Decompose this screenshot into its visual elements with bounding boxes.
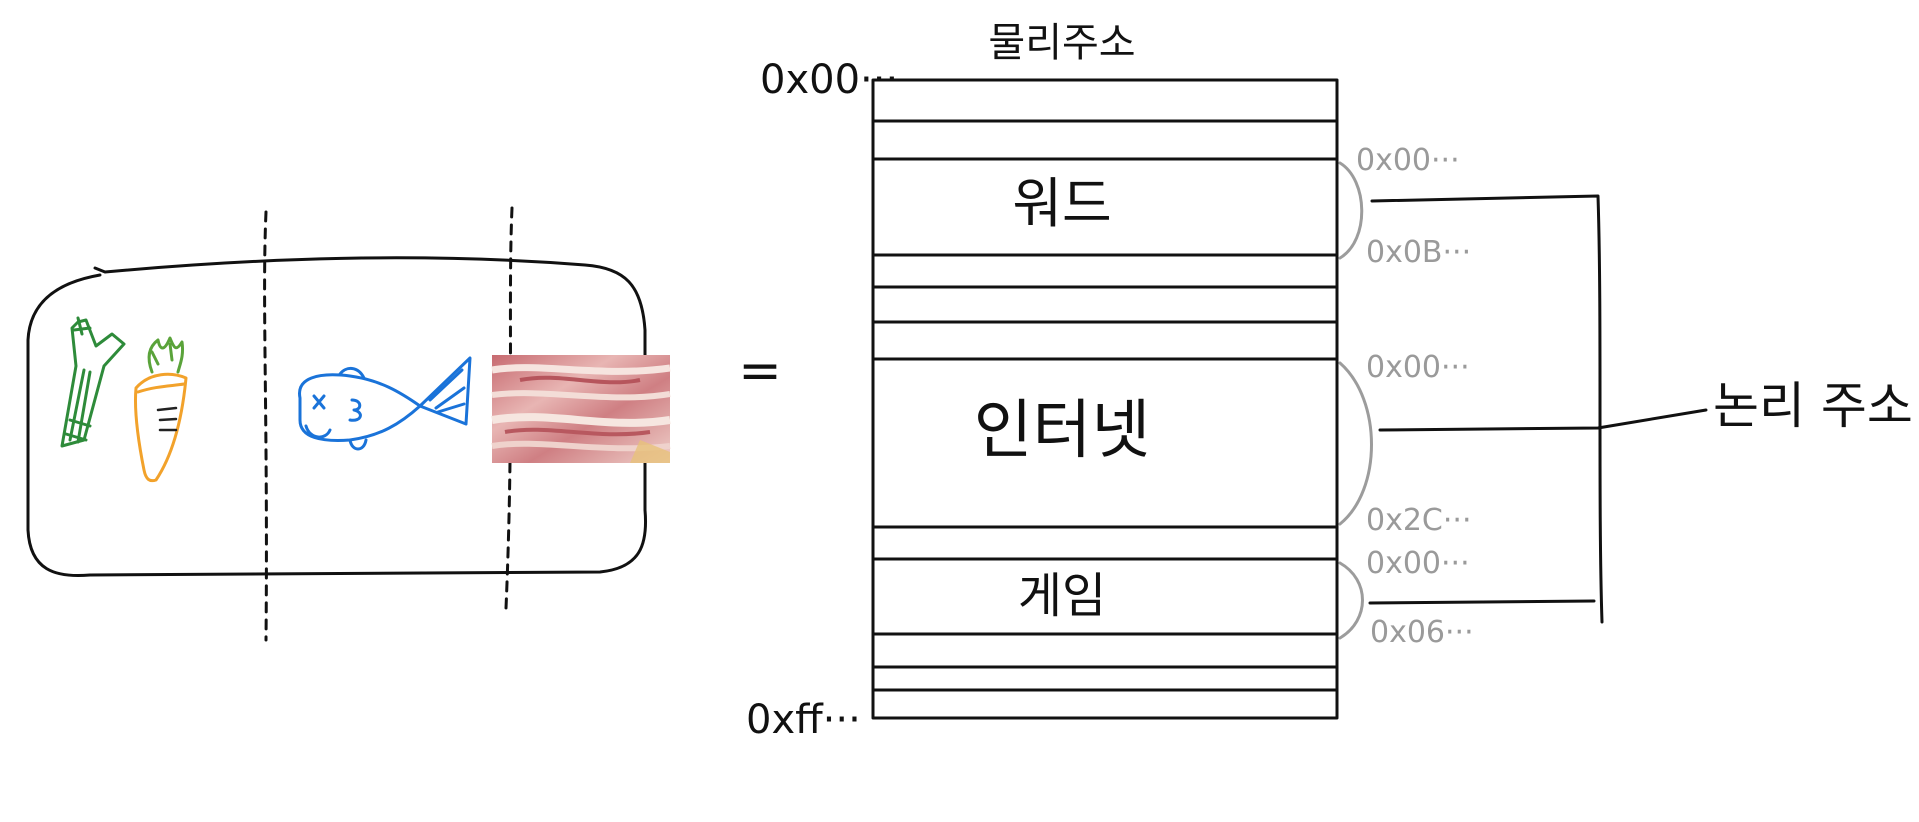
segment-word-start: 0x00···	[1356, 143, 1460, 178]
segment-word-end: 0x0B···	[1366, 235, 1471, 270]
fish-icon	[298, 356, 472, 451]
segment-label-word: 워드	[1012, 172, 1111, 235]
brace-game	[1338, 561, 1364, 640]
segment-internet-end: 0x2C···	[1366, 503, 1471, 538]
logical-address-bracket	[1368, 194, 1708, 624]
segment-game-start: 0x00···	[1366, 546, 1470, 581]
pork-belly-image	[491, 355, 671, 463]
memory-column	[871, 78, 1339, 720]
physical-address-label: 물리주소	[988, 20, 1135, 66]
segment-label-internet: 인터넷	[974, 394, 1151, 468]
memory-basket	[26, 206, 671, 642]
basket-outline	[26, 256, 648, 578]
divider-left	[263, 210, 268, 642]
segment-game-end: 0x06···	[1370, 615, 1474, 650]
segment-internet-start: 0x00···	[1366, 350, 1470, 385]
equals-sign: =	[738, 341, 782, 401]
divider-right	[504, 206, 514, 610]
brace-internet	[1338, 361, 1373, 526]
physical-memory: 물리주소 0x00··· 0xff··· 워드 인터넷 게임	[746, 20, 1339, 743]
memory-row-lines	[871, 119, 1339, 692]
leek-icon	[60, 316, 126, 448]
segment-label-game: 게임	[1018, 568, 1106, 624]
memory-end-address: 0xff···	[746, 697, 861, 743]
segment-ranges: 0x00··· 0x0B··· 0x00··· 0x2C··· 0x00··· …	[1338, 143, 1474, 650]
logical-address-label: 논리 주소	[1713, 377, 1913, 435]
carrot-icon	[133, 336, 188, 483]
brace-word	[1338, 161, 1364, 260]
